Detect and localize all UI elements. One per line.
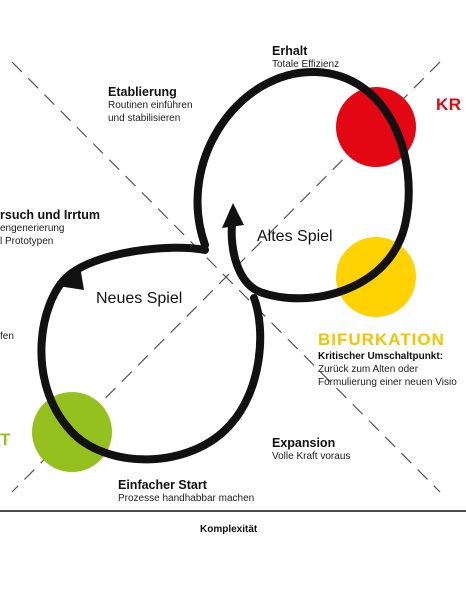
infinity-loop: [37, 67, 413, 464]
versuch-line-1: engenerierung: [0, 223, 65, 234]
kr-edge-label: KR: [436, 95, 462, 114]
einfacher-start-subtitle: Prozesse handhabbar machen: [118, 493, 255, 504]
neues-spiel-loop: [37, 243, 265, 464]
neues-spiel-label: Neues Spiel: [96, 290, 183, 307]
erhalt-subtitle: Totale Effizienz: [272, 59, 340, 70]
neues-spiel-arrowhead: [58, 266, 84, 290]
etablierung-line-2: und stabilisieren: [108, 113, 181, 124]
erhalt-label: Erhalt Totale Effizienz: [272, 44, 339, 71]
expansion-label: Expansion Volle Kraft voraus: [272, 436, 350, 463]
bifurkation-block: BIFURKATION Kritischer Umschaltpunkt: Zu…: [318, 330, 457, 389]
etablierung-label: Etablierung Routinen einführen und stabi…: [108, 85, 193, 125]
altes-spiel-loop: [193, 67, 413, 303]
bifurkation-line-2: Formulierung einer neuen Visio: [318, 377, 457, 388]
bifurkation-title: BIFURKATION: [318, 330, 445, 349]
erhalt-title: Erhalt: [272, 44, 308, 58]
versuch-label: rsuch und Irrtum engenerierung l Prototy…: [0, 208, 100, 248]
red-circle: [336, 87, 416, 167]
expansion-subtitle: Volle Kraft voraus: [272, 451, 351, 462]
left-text-fragment: fen: [0, 331, 14, 342]
bifurkation-subtitle: Kritischer Umschaltpunkt:: [318, 351, 444, 362]
versuch-title: rsuch und Irrtum: [0, 208, 101, 222]
x-axis-label: Komplexität: [200, 524, 258, 535]
altes-spiel-label: Altes Spiel: [257, 228, 333, 245]
bifurkation-line-1: Zurück zum Alten oder: [318, 364, 419, 375]
t-edge-label: T: [0, 430, 11, 449]
versuch-line-2: l Prototypen: [0, 236, 54, 247]
expansion-title: Expansion: [272, 436, 336, 450]
einfacher-start-title: Einfacher Start: [118, 478, 207, 492]
altes-spiel-arrowhead: [222, 203, 244, 228]
etablierung-title: Etablierung: [108, 85, 177, 99]
einfacher-start-label: Einfacher Start Prozesse handhabbar mach…: [118, 478, 254, 505]
etablierung-line-1: Routinen einführen: [108, 100, 193, 111]
